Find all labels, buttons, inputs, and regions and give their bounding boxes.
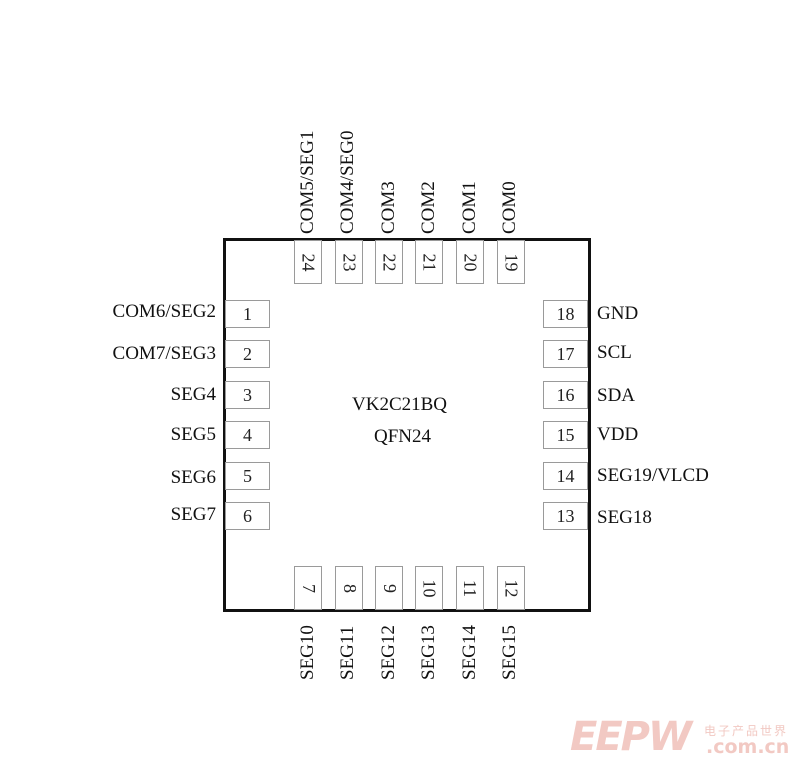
pin-label-22: COM3 (378, 181, 399, 234)
pin-pad-1: 1 (225, 300, 270, 328)
pin-label-13: SEG18 (597, 507, 652, 528)
chip-package: QFN24 (374, 426, 432, 447)
pin-pad-18: 18 (543, 300, 588, 328)
pin-pad-7: 7 (294, 566, 322, 610)
watermark-brand: EEPW (570, 714, 692, 760)
pin-pad-10: 10 (415, 566, 443, 610)
pin-label-4: SEG5 (170, 424, 216, 445)
pin-label-20: COM1 (459, 181, 480, 234)
pin-label-6: SEG7 (170, 504, 216, 525)
pin-label-10: SEG13 (418, 625, 439, 680)
pin-label-21: COM2 (418, 181, 439, 234)
pin-pad-19: 19 (497, 240, 525, 284)
pin-pad-15: 15 (543, 421, 588, 449)
pin-label-8: SEG11 (337, 625, 358, 680)
pin-label-3: SEG4 (170, 384, 216, 405)
pin-pad-14: 14 (543, 462, 588, 490)
pin-label-9: SEG12 (378, 625, 399, 680)
pin-pad-24: 24 (294, 240, 322, 284)
watermark-tagline: 电子产品世界 (704, 724, 789, 738)
pin-pad-11: 11 (456, 566, 484, 610)
pin-pad-23: 23 (335, 240, 363, 284)
pin-pad-13: 13 (543, 502, 588, 530)
pin-label-15: VDD (597, 424, 639, 445)
pin-pad-17: 17 (543, 340, 588, 368)
pin-label-19: COM0 (499, 181, 520, 234)
pin-pad-5: 5 (225, 462, 270, 490)
pin-label-12: SEG15 (499, 625, 520, 680)
pin-label-2: COM7/SEG3 (112, 343, 216, 364)
chip-name: VK2C21BQ (352, 394, 448, 415)
pin-label-1: COM6/SEG2 (112, 301, 216, 322)
eepw-watermark-logo: EEPW 电子产品世界 .com.cn (570, 714, 798, 760)
pin-pad-12: 12 (497, 566, 525, 610)
pin-label-23: COM4/SEG0 (337, 130, 358, 234)
pin-pad-4: 4 (225, 421, 270, 449)
pin-pad-6: 6 (225, 502, 270, 530)
pin-pad-22: 22 (375, 240, 403, 284)
pin-label-14: SEG19/VLCD (597, 465, 709, 486)
pin-pad-3: 3 (225, 381, 270, 409)
pin-pad-16: 16 (543, 381, 588, 409)
pin-pad-9: 9 (375, 566, 403, 610)
pin-label-24: COM5/SEG1 (297, 130, 318, 234)
pin-label-16: SDA (597, 385, 636, 406)
pin-label-7: SEG10 (297, 625, 318, 680)
pin-label-18: GND (597, 303, 639, 324)
pin-pad-21: 21 (415, 240, 443, 284)
pin-pad-8: 8 (335, 566, 363, 610)
pin-label-11: SEG14 (459, 625, 480, 680)
pin-label-17: SCL (597, 342, 632, 363)
chip-body (223, 238, 591, 612)
pin-pad-2: 2 (225, 340, 270, 368)
watermark-site: .com.cn (706, 736, 790, 758)
pin-pad-20: 20 (456, 240, 484, 284)
pin-label-5: SEG6 (170, 467, 216, 488)
